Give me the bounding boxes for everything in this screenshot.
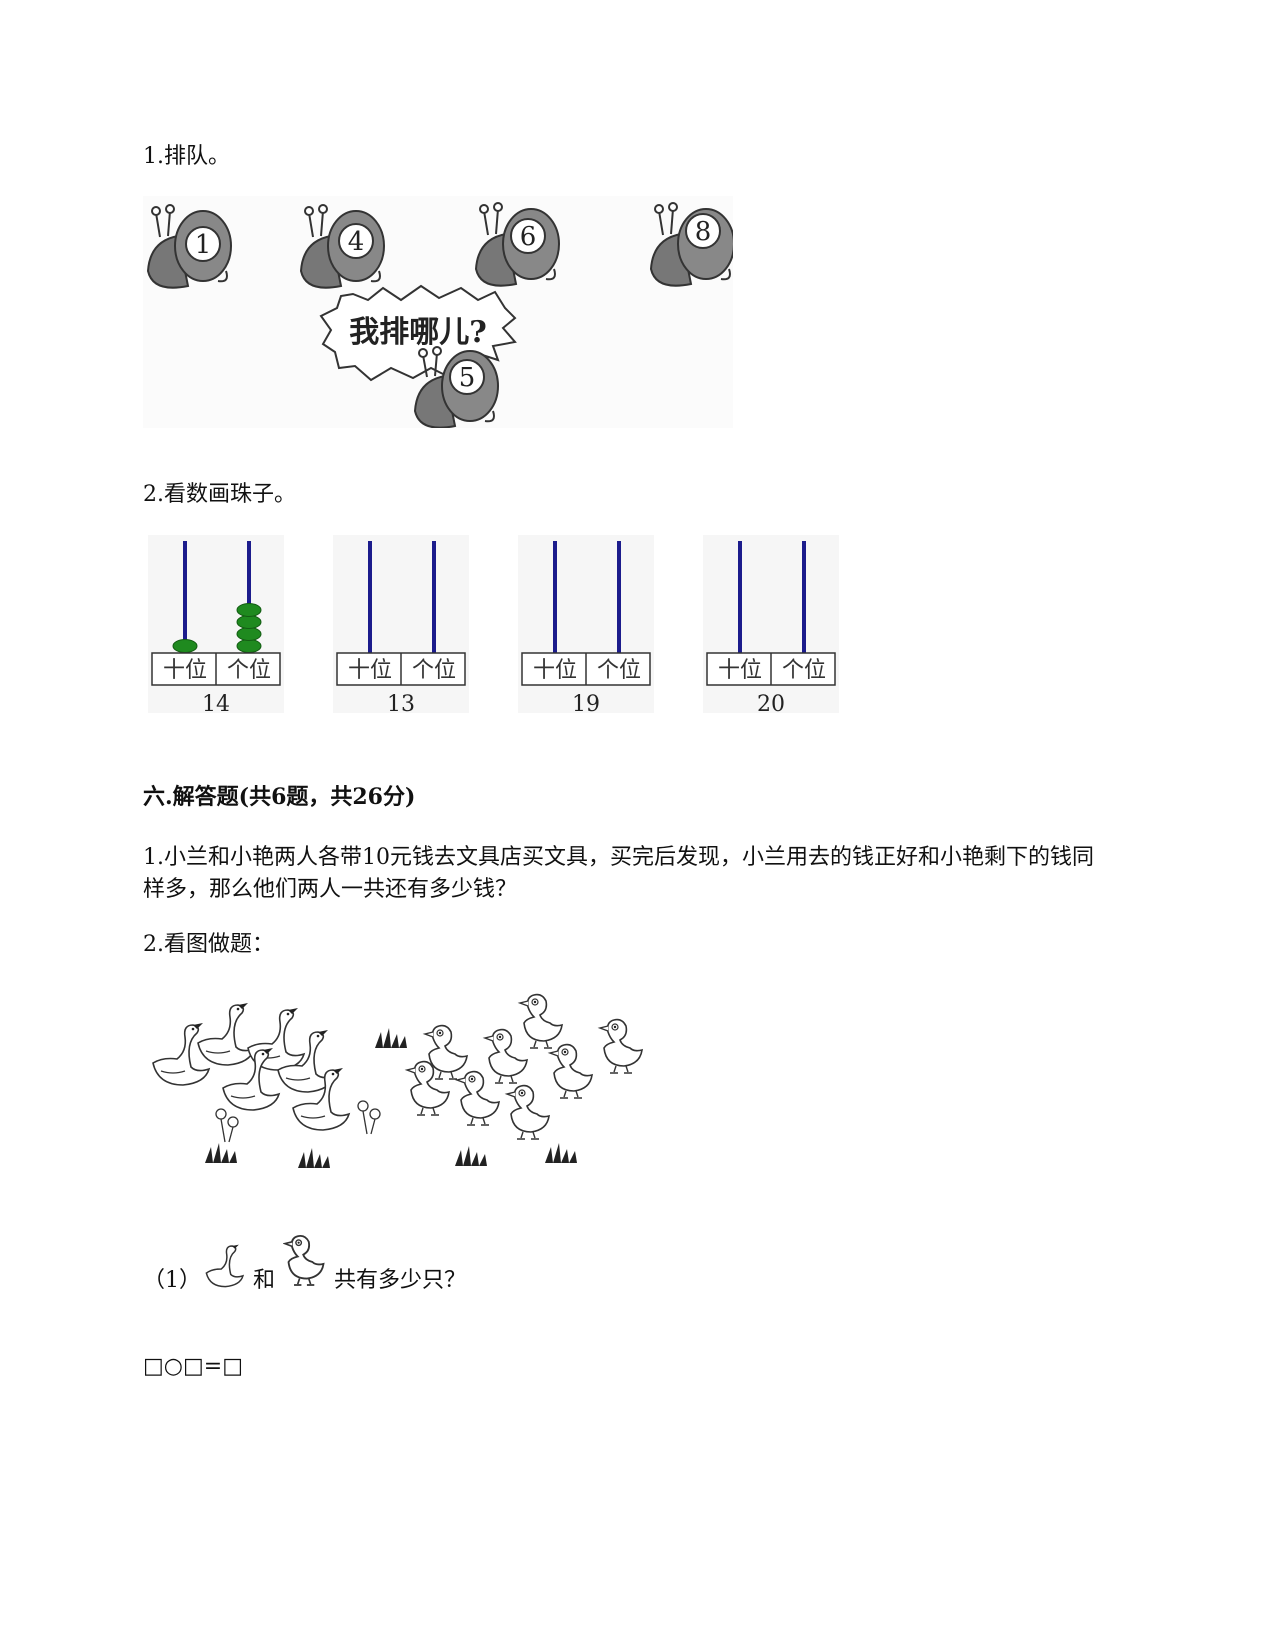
ones-bead bbox=[236, 627, 262, 641]
tens-label: 十位 bbox=[348, 658, 392, 683]
flower-icon bbox=[215, 1108, 239, 1143]
abacus-number: 14 bbox=[202, 692, 230, 717]
abacus-number: 13 bbox=[387, 692, 415, 717]
answer-formula: □○□=□ bbox=[143, 1354, 243, 1379]
snail-number: 8 bbox=[695, 217, 712, 247]
ones-bead bbox=[236, 639, 262, 653]
ones-label: 个位 bbox=[782, 658, 826, 683]
goose-icon bbox=[205, 1244, 245, 1288]
geese-and-ducks-image bbox=[152, 993, 643, 1168]
tens-label: 十位 bbox=[163, 658, 207, 683]
snail-number: 4 bbox=[348, 227, 365, 257]
snail-icon: 5 bbox=[413, 346, 499, 428]
goose-icon bbox=[197, 1002, 255, 1066]
abacus-background bbox=[333, 535, 469, 713]
q2-title: 2.看数画珠子。 bbox=[143, 482, 296, 507]
sub-question-1-suffix: 共有多少只？ bbox=[334, 1268, 467, 1293]
grass-icon bbox=[298, 1148, 330, 1168]
tens-label: 十位 bbox=[533, 658, 577, 683]
duck-icon bbox=[283, 1234, 325, 1286]
speech-bubble: 我排哪儿? bbox=[319, 284, 517, 382]
duck-icon bbox=[599, 1018, 643, 1074]
problem-2-title: 2.看图做题： bbox=[143, 932, 274, 957]
ones-label: 个位 bbox=[412, 658, 456, 683]
flower-icon bbox=[357, 1100, 381, 1135]
problem-1-text: 1.小兰和小艳两人各带10元钱去文具店买文具，买完后发现，小兰用去的钱正好和小艳… bbox=[143, 845, 1094, 902]
ones-bead bbox=[236, 603, 262, 617]
q1-title: 1.排队。 bbox=[143, 144, 230, 169]
section-heading: 六.解答题(共6题，共26分) bbox=[143, 784, 416, 810]
snail-number: 1 bbox=[195, 230, 212, 260]
abacus-background bbox=[148, 535, 284, 713]
abacus-group: 十位个位14十位个位13十位个位19十位个位20 bbox=[148, 535, 839, 717]
tens-label: 十位 bbox=[718, 658, 762, 683]
grass-icon bbox=[455, 1146, 487, 1166]
snail-icon: 6 bbox=[474, 202, 560, 287]
goose-icon bbox=[152, 1022, 210, 1086]
abacus-background bbox=[518, 535, 654, 713]
tens-bead bbox=[172, 639, 198, 653]
snail-number: 5 bbox=[459, 363, 476, 393]
grass-icon bbox=[205, 1143, 237, 1163]
grass-icon bbox=[545, 1143, 577, 1163]
abacus-number: 20 bbox=[757, 692, 785, 717]
abacus-background bbox=[703, 535, 839, 713]
duck-icon bbox=[456, 1070, 500, 1126]
duck-icon bbox=[519, 993, 563, 1049]
snail-icon: 8 bbox=[649, 202, 733, 287]
bubble-text: 我排哪儿? bbox=[349, 315, 487, 350]
duck-icon bbox=[506, 1084, 550, 1140]
grass-icon bbox=[375, 1028, 407, 1048]
sub-question-1-prefix: （1） bbox=[143, 1268, 201, 1293]
snail-queue-image: 1 4 6 8 我排哪儿? bbox=[143, 196, 733, 428]
ones-label: 个位 bbox=[597, 658, 641, 683]
abacus-number: 19 bbox=[572, 692, 600, 717]
snail-icon: 1 bbox=[146, 204, 232, 289]
sub-question-1-and: 和 bbox=[253, 1268, 276, 1293]
ones-bead bbox=[236, 615, 262, 629]
snail-icon: 4 bbox=[299, 204, 385, 289]
snail-number: 6 bbox=[520, 222, 537, 252]
ones-label: 个位 bbox=[227, 658, 271, 683]
duck-icon bbox=[484, 1028, 528, 1084]
duck-icon bbox=[549, 1043, 593, 1099]
